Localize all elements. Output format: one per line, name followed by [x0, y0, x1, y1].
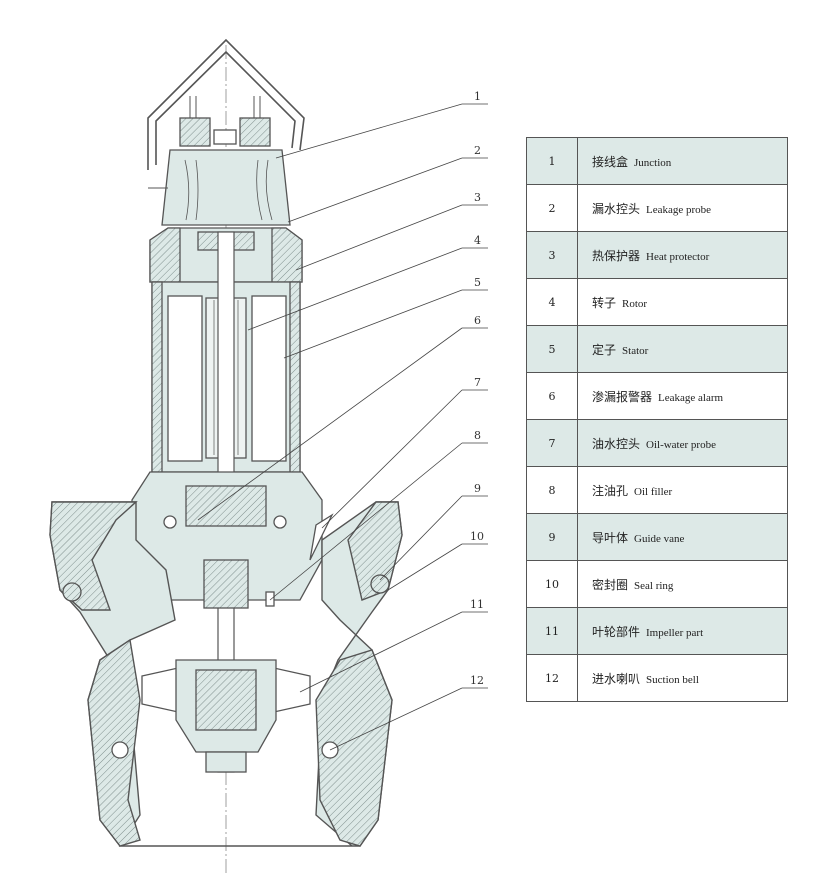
callout-9: 9 [474, 482, 481, 495]
part-name-zh: 密封圈 [592, 577, 629, 592]
part-name-zh: 渗漏报警器 [592, 389, 653, 404]
callout-12: 12 [470, 674, 484, 687]
part-name-en: Stator [622, 344, 649, 357]
part-name-zh: 热保护器 [592, 248, 641, 263]
table-row: 4 转子 Rotor [526, 278, 788, 326]
part-name-en: Heat protector [646, 250, 710, 263]
part-number: 10 [526, 560, 578, 608]
part-name: 接线盒 Junction [577, 137, 788, 185]
protective-cap [147, 38, 305, 170]
callout-2: 2 [474, 144, 481, 157]
part-number: 8 [526, 466, 578, 514]
part-name-en: Oil filler [634, 485, 673, 498]
part-name: 渗漏报警器 Leakage alarm [577, 372, 788, 420]
part-number: 6 [526, 372, 578, 420]
table-row: 12 进水喇叭 Suction bell [526, 654, 788, 702]
part-name-en: Junction [634, 156, 672, 169]
table-row: 11 叶轮部件 Impeller part [526, 607, 788, 655]
table-row: 3 热保护器 Heat protector [526, 231, 788, 279]
part-name: 密封圈 Seal ring [577, 560, 788, 608]
callout-6: 6 [474, 314, 481, 327]
leader-lines [197, 103, 488, 751]
part-name: 注油孔 Oil filler [577, 466, 788, 514]
table-row: 10 密封圈 Seal ring [526, 560, 788, 608]
part-name-en: Oil-water probe [646, 438, 716, 451]
table-row: 6 渗漏报警器 Leakage alarm [526, 372, 788, 420]
table-row: 7 油水控头 Oil-water probe [526, 419, 788, 467]
part-name-en: Leakage probe [646, 203, 712, 216]
callout-1: 1 [474, 90, 481, 103]
part-name: 油水控头 Oil-water probe [577, 419, 788, 467]
part-name: 叶轮部件 Impeller part [577, 607, 788, 655]
callout-5: 5 [474, 276, 481, 289]
part-name-zh: 导叶体 [592, 530, 629, 545]
part-name: 导叶体 Guide vane [577, 513, 788, 561]
part-name: 漏水控头 Leakage probe [577, 184, 788, 232]
part-number: 4 [526, 278, 578, 326]
part-name: 热保护器 Heat protector [577, 231, 788, 279]
part-number: 12 [526, 654, 578, 702]
table-row: 1 接线盒 Junction [526, 137, 788, 185]
callout-4: 4 [474, 234, 481, 247]
part-number: 5 [526, 325, 578, 373]
part-number: 11 [526, 607, 578, 655]
part-name-zh: 进水喇叭 [592, 671, 641, 686]
seal-ring-left [62, 582, 82, 602]
part-name-zh: 油水控头 [592, 436, 641, 451]
impeller [141, 659, 311, 773]
table-row: 5 定子 Stator [526, 325, 788, 373]
seal-ring-right [370, 574, 390, 594]
callout-8: 8 [474, 429, 481, 442]
part-number: 3 [526, 231, 578, 279]
callout-10: 10 [470, 530, 484, 543]
oil-chamber [131, 471, 334, 609]
part-name: 转子 Rotor [577, 278, 788, 326]
table-row: 9 导叶体 Guide vane [526, 513, 788, 561]
part-name-en: Leakage alarm [658, 391, 724, 404]
part-name-zh: 接线盒 [592, 154, 629, 169]
part-name-zh: 注油孔 [592, 483, 629, 498]
part-name-en: Impeller part [646, 626, 704, 639]
part-name-en: Suction bell [646, 673, 699, 686]
part-name-en: Seal ring [634, 579, 674, 592]
table-row: 2 漏水控头 Leakage probe [526, 184, 788, 232]
part-name: 定子 Stator [577, 325, 788, 373]
callout-7: 7 [474, 376, 481, 389]
part-name-zh: 叶轮部件 [592, 624, 641, 639]
part-name-zh: 漏水控头 [592, 201, 641, 216]
part-name-en: Rotor [622, 297, 648, 310]
part-number: 7 [526, 419, 578, 467]
junction-box [148, 96, 291, 226]
part-number: 1 [526, 137, 578, 185]
parts-legend-table: 1 接线盒 Junction 2 漏水控头 Leakage probe 3 热保护器… [526, 137, 788, 702]
part-name-zh: 转子 [592, 295, 617, 310]
suction-hole-left [111, 741, 129, 759]
table-row: 8 注油孔 Oil filler [526, 466, 788, 514]
part-name-en: Guide vane [634, 532, 685, 545]
callout-3: 3 [474, 191, 481, 204]
callout-11: 11 [470, 598, 484, 611]
part-name: 进水喇叭 Suction bell [577, 654, 788, 702]
part-number: 2 [526, 184, 578, 232]
part-name-zh: 定子 [592, 342, 617, 357]
part-number: 9 [526, 513, 578, 561]
